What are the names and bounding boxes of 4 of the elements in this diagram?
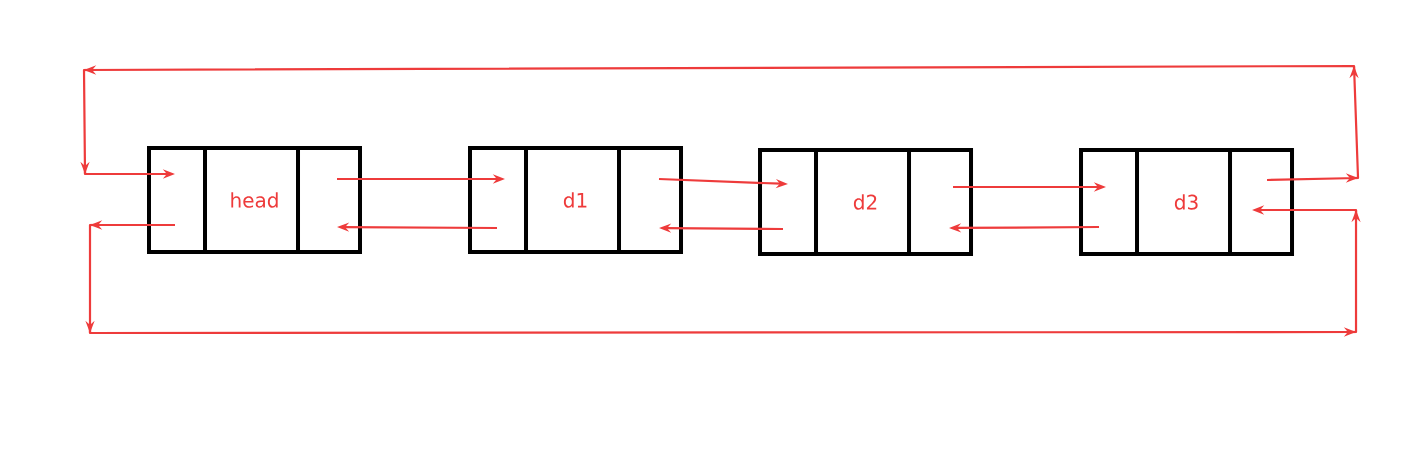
list-node-box: head bbox=[147, 144, 362, 254]
list-node-box: d3 bbox=[1079, 146, 1294, 256]
list-node-box: d1 bbox=[468, 144, 683, 254]
list-node-box: d2 bbox=[758, 146, 973, 256]
